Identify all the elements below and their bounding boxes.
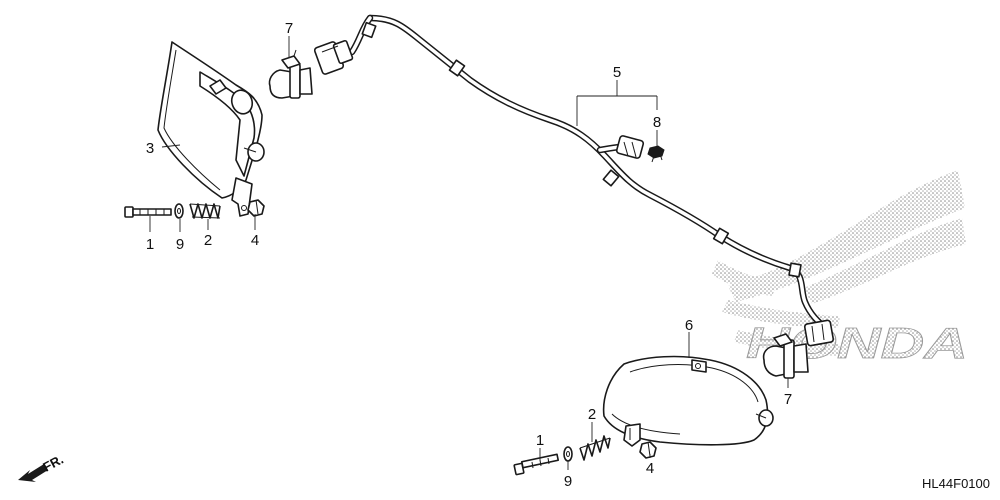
callout-bolt-left: 1 xyxy=(146,236,154,253)
bulb-left xyxy=(268,49,313,99)
washer-right xyxy=(563,446,573,462)
callout-clip: 8 xyxy=(653,114,661,131)
callout-washer-right: 9 xyxy=(564,473,572,490)
bolt-right xyxy=(513,453,560,476)
callout-spring-right: 2 xyxy=(588,406,596,423)
diagram-code: HL44F0100 xyxy=(922,476,990,491)
callout-washer-left: 9 xyxy=(176,236,184,253)
headlight-right xyxy=(602,355,774,447)
spring-left xyxy=(189,203,221,219)
callout-spring-left: 2 xyxy=(204,232,212,249)
nut-right xyxy=(639,441,657,459)
callout-headlight-right: 6 xyxy=(685,317,693,334)
harness-clip xyxy=(647,145,665,163)
callout-nut-right: 4 xyxy=(646,460,654,477)
harness-connector-top xyxy=(313,39,354,75)
wire-harness xyxy=(313,14,835,347)
callout-bulb-left: 7 xyxy=(285,20,293,37)
leader-lines xyxy=(149,36,789,470)
washer-left xyxy=(174,203,184,219)
callout-nut-left: 4 xyxy=(251,232,259,249)
spring-right xyxy=(579,435,611,461)
callout-headlight-left: 3 xyxy=(146,140,154,157)
callout-bolt-right: 1 xyxy=(536,432,544,449)
bolt-left xyxy=(124,206,172,218)
harness-connector-bottom xyxy=(803,319,835,347)
bulb-right xyxy=(762,333,809,379)
callout-harness: 5 xyxy=(613,64,621,81)
headlight-left xyxy=(157,41,265,217)
harness-connector-middle xyxy=(615,135,645,159)
arrow-front-icon xyxy=(18,464,48,482)
callout-bulb-right: 7 xyxy=(784,391,792,408)
nut-left xyxy=(247,199,265,217)
